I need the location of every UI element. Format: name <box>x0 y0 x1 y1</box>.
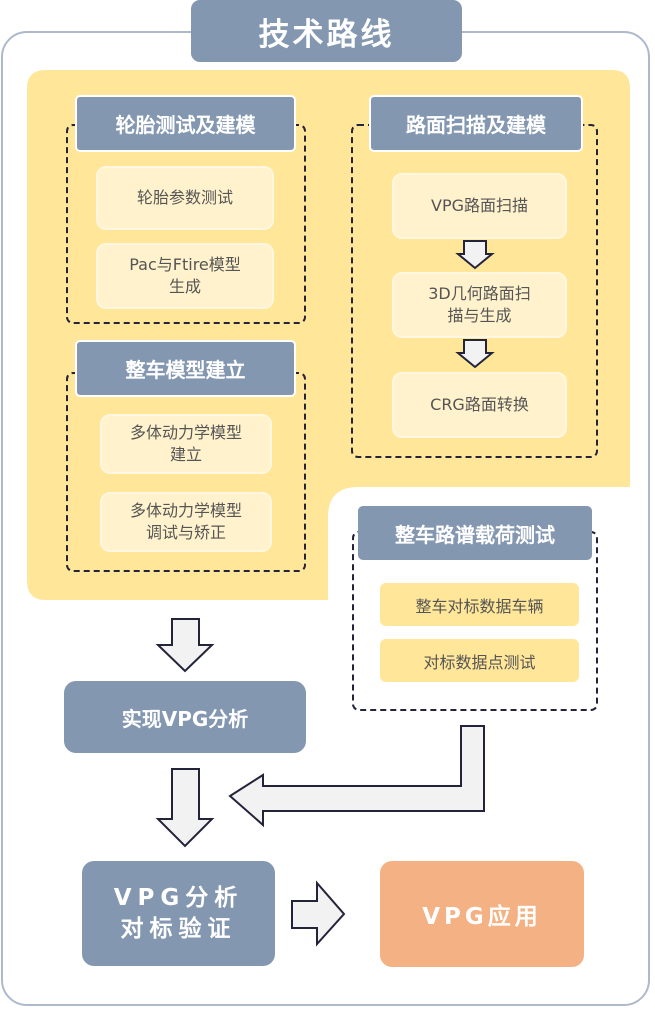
road-item-3d-scan: 3D几何路面扫 描与生成 <box>392 272 567 338</box>
vpg-validation-line1: VPG分析 <box>113 884 244 911</box>
load-item-benchmark-vehicle: 整车对标数据车辆 <box>380 583 579 626</box>
load-group-header: 整车路谱载荷测试 <box>358 506 592 560</box>
left-arrow-icon <box>228 725 485 828</box>
page-title: 技术路线 <box>191 0 462 62</box>
vpg-application-box: VPG应用 <box>380 861 584 967</box>
vehicle-group-header: 整车模型建立 <box>75 340 296 397</box>
vpg-validation-box: VPG分析 对标验证 <box>82 861 275 966</box>
vpg-validation-line2: 对标验证 <box>120 915 237 942</box>
load-item-benchmark-points: 对标数据点测试 <box>380 639 579 682</box>
road-item-vpg-scan: VPG路面扫描 <box>392 173 567 239</box>
tire-group-header: 轮胎测试及建模 <box>75 95 296 152</box>
vehicle-item-model-build: 多体动力学模型 建立 <box>100 414 272 474</box>
right-arrow-icon <box>291 880 346 947</box>
down-arrow-icon <box>455 240 495 270</box>
down-arrow-icon <box>455 339 495 369</box>
tire-item-model-generation: Pac与Ftire模型 生成 <box>96 243 274 309</box>
road-group-header: 路面扫描及建模 <box>369 95 583 152</box>
vpg-analysis-box: 实现VPG分析 <box>64 681 306 753</box>
road-item-crg-convert: CRG路面转换 <box>392 372 567 438</box>
down-arrow-icon <box>155 768 215 848</box>
down-arrow-icon <box>155 618 215 673</box>
tire-item-parameter-test: 轮胎参数测试 <box>96 166 274 230</box>
vehicle-item-model-tune: 多体动力学模型 调试与矫正 <box>100 492 272 552</box>
